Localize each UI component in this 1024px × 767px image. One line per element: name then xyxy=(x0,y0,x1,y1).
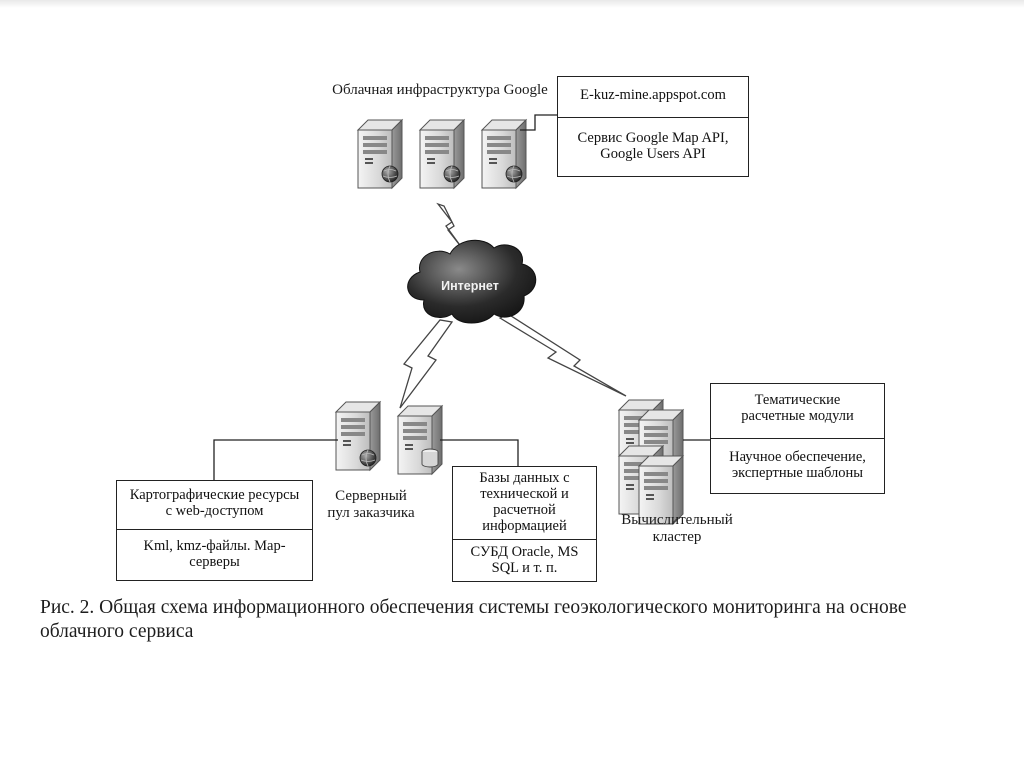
cartography-formats: Kml, kmz-файлы. Map-серверы xyxy=(117,529,312,579)
google-services: Сервис Google Map API, Google Users API xyxy=(558,117,748,175)
lightning-google-internet-icon xyxy=(436,202,463,249)
cartography-resources: Картографические ресурсы с web-доступом xyxy=(129,487,300,519)
databases-description: Базы данных с технической и расчетной ин… xyxy=(479,470,570,534)
databases-box: Базы данных с технической и расчетной ин… xyxy=(452,466,597,582)
internet-label: Интернет xyxy=(441,279,499,293)
cartography-box: Картографические ресурсы с web-доступом … xyxy=(116,480,313,581)
cluster-label-text: Вычислительный кластер xyxy=(621,512,733,545)
cluster-expert: Научное обеспечение, экспертные шаблоны xyxy=(711,438,884,492)
google-server-1-icon xyxy=(357,119,403,189)
databases-dbms: СУБД Oracle, MS SQL и т. п. xyxy=(453,539,596,580)
customer-server-2-icon xyxy=(397,405,443,475)
cluster-label: Вычислительный кластер xyxy=(602,512,752,546)
lightning-internet-customer-icon xyxy=(399,319,454,409)
slide-top-shade xyxy=(0,0,1024,8)
customer-pool-label-text: Серверный пул заказчика xyxy=(327,488,415,521)
lightning-internet-cluster-icon xyxy=(498,313,627,397)
google-server-2-icon xyxy=(419,119,465,189)
databases-connector xyxy=(440,439,519,466)
cartography-connector xyxy=(213,439,338,480)
internet-cloud-icon xyxy=(407,239,537,324)
google-info-box: E-kuz-mine.appspot.com Сервис Google Map… xyxy=(557,76,749,177)
google-server-3-icon xyxy=(481,119,527,189)
google-infra-label-text: Облачная инфраструктура Google xyxy=(332,82,548,98)
cluster-box: Тематические расчетные модули Научное об… xyxy=(710,383,885,494)
cluster-servers-icon xyxy=(618,399,684,525)
cluster-modules: Тематические расчетные модули xyxy=(741,392,854,424)
customer-server-1-icon xyxy=(335,401,381,471)
google-box-connector xyxy=(520,114,557,131)
customer-pool-label: Серверный пул заказчика xyxy=(326,488,416,522)
google-app-url: E-kuz-mine.appspot.com xyxy=(580,87,726,103)
figure-caption: Рис. 2. Общая схема информационного обес… xyxy=(40,597,907,642)
google-infra-label: Облачная инфраструктура Google xyxy=(330,82,550,99)
